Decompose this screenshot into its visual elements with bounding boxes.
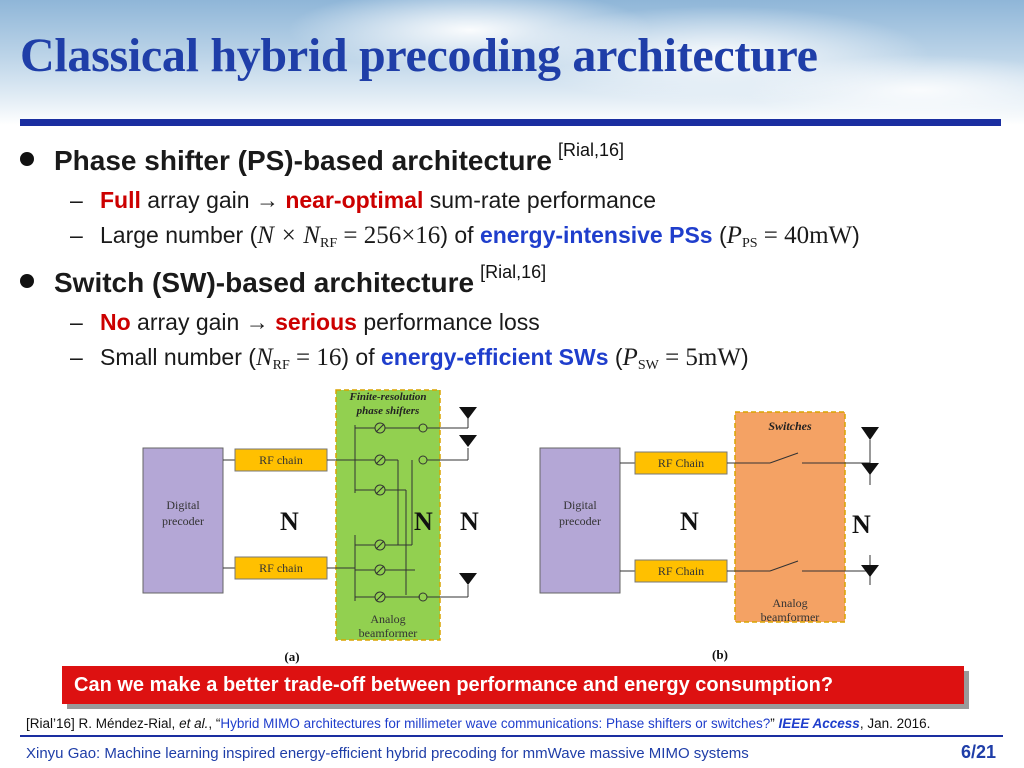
- bullet-dot-icon: [20, 274, 34, 288]
- caption-a: (a): [284, 649, 299, 664]
- title-underline: [20, 119, 1001, 126]
- antenna-icons: [459, 407, 477, 585]
- antenna-icon: [459, 435, 477, 447]
- emph-near-optimal: near-optimal: [285, 187, 424, 213]
- bullet-dot-icon: [20, 152, 34, 166]
- footer-text: Xinyu Gao: Machine learning inspired ene…: [26, 745, 749, 762]
- ellipsis-rf: N: [280, 507, 299, 536]
- analog-label-line2: beamformer: [761, 610, 820, 624]
- ps-label-line2: phase shifters: [356, 405, 420, 417]
- callout-text: Can we make a better trade-off between p…: [74, 673, 834, 696]
- digital-precoder-box: [142, 447, 224, 594]
- panel-b: Switches Digital precoder RF Chain RF Ch…: [539, 411, 879, 662]
- rf-chain-label: RF chain: [259, 561, 303, 575]
- math-ps-power: PPS = 40mW: [726, 222, 853, 251]
- emph-energy-intensive: energy-intensive PSs: [479, 222, 713, 248]
- antenna-icon: [861, 463, 879, 475]
- switches-label: Switches: [768, 419, 812, 433]
- bullet-heading: Phase shifter (PS)-based architecture: [54, 145, 552, 176]
- citation: [Rial,16]: [480, 262, 547, 282]
- antenna-icon: [459, 407, 477, 419]
- bullet-ps-architecture: Phase shifter (PS)-based architecture[Ri…: [20, 140, 624, 177]
- callout-banner: Can we make a better trade-off between p…: [62, 666, 964, 704]
- reference-line: [Rial’16] R. Méndez-Rial, et al., “Hybri…: [26, 716, 931, 731]
- caption-b: (b): [712, 647, 728, 662]
- antenna-icon: [861, 427, 879, 440]
- sub-bullet-sw-count: –Small number (NRF = 16) of energy-effic…: [70, 344, 749, 373]
- footer-rule: [20, 735, 1003, 737]
- antenna-icon: [861, 565, 879, 577]
- emph-energy-efficient: energy-efficient SWs: [380, 344, 609, 370]
- digital-label-line2: precoder: [162, 514, 204, 528]
- antenna-icon: [459, 573, 477, 585]
- rf-chain-label: RF Chain: [658, 456, 704, 470]
- panel-a: Finite-resolution phase shifters Digital…: [142, 389, 479, 664]
- rf-chain-label: RF chain: [259, 453, 303, 467]
- analog-label-line2: beamformer: [359, 626, 418, 640]
- sub-bullet-sw-gain: –No array gain → serious performance los…: [70, 309, 540, 335]
- bullet-sw-architecture: Switch (SW)-based architecture[Rial,16]: [20, 262, 546, 299]
- digital-label-line1: Digital: [563, 498, 597, 512]
- sub-bullet-ps-count: –Large number (N × NRF = 256×16) of ener…: [70, 222, 860, 251]
- ellipsis-antenna: N: [460, 507, 479, 536]
- emph-full: Full: [100, 187, 141, 213]
- antenna-icons: [861, 427, 879, 577]
- slide-title: Classical hybrid precoding architecture: [20, 29, 818, 82]
- math-ps-count: N × NRF = 256×16: [257, 222, 441, 251]
- emph-serious: serious: [275, 309, 357, 335]
- math-sw-count: NRF = 16: [255, 344, 342, 373]
- analog-label-line1: Analog: [370, 612, 405, 626]
- sub-bullet-ps-gain: –Full array gain → near-optimal sum-rate…: [70, 187, 657, 213]
- math-sw-power: PSW = 5mW: [622, 344, 741, 373]
- ellipsis-ps: N: [414, 507, 433, 536]
- reference-title-link[interactable]: Hybrid MIMO architectures for millimeter…: [220, 716, 771, 731]
- ps-label-line1: Finite-resolution: [348, 391, 426, 403]
- page-number: 6/21: [960, 742, 996, 762]
- digital-label-line2: precoder: [559, 514, 601, 528]
- ellipsis-rf: N: [680, 507, 699, 536]
- ellipsis-antenna: N: [852, 510, 871, 539]
- analog-label-line1: Analog: [772, 596, 807, 610]
- switch-network-box: [734, 411, 846, 623]
- reference-journal: IEEE Access: [778, 716, 860, 731]
- emph-no: No: [100, 309, 131, 335]
- architecture-figure: Finite-resolution phase shifters Digital…: [142, 389, 879, 664]
- header-sky-background: [0, 0, 1024, 125]
- digital-label-line1: Digital: [166, 498, 200, 512]
- bullet-heading: Switch (SW)-based architecture: [54, 267, 475, 298]
- rf-chain-label: RF Chain: [658, 564, 704, 578]
- citation: [Rial,16]: [557, 140, 624, 160]
- digital-precoder-box: [539, 447, 621, 594]
